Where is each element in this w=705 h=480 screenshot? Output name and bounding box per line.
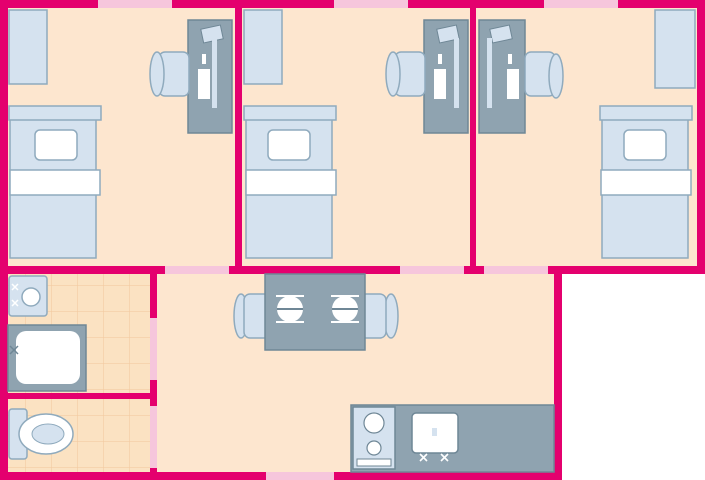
wall-left: [0, 0, 8, 480]
toilet-seat-hole: [31, 423, 65, 445]
stove-burner-small: [366, 440, 382, 456]
bed-headboard: [599, 105, 693, 121]
bed-icon[interactable]: [8, 105, 102, 259]
sink-icon[interactable]: [8, 275, 48, 317]
window-bedroom-2: [334, 0, 408, 8]
desk-laptop: [507, 69, 519, 99]
wardrobe-icon[interactable]: [8, 9, 48, 85]
bed-blanket-fold: [9, 169, 101, 196]
sink-icon[interactable]: [411, 412, 459, 462]
door-bedroom-3: [484, 266, 548, 274]
kitchen-sink-taps: [419, 453, 449, 462]
door-bedroom-2: [400, 266, 464, 274]
stove-icon[interactable]: [352, 406, 396, 470]
desk-laptop: [434, 69, 446, 99]
kitchen-counter-icon[interactable]: [350, 404, 555, 473]
desk-icon[interactable]: [423, 19, 469, 134]
bed-headboard: [243, 105, 337, 121]
chair-back: [385, 51, 401, 97]
bathtub-tap: [9, 345, 19, 355]
bed-blanket-fold: [245, 169, 337, 196]
bed-blanket-fold: [600, 169, 692, 196]
wall-bath-toilet: [0, 393, 157, 399]
window-bedroom-1: [98, 0, 172, 8]
desk-book: [212, 38, 217, 108]
dining-cutlery-right: [331, 295, 359, 323]
toilet-room: [8, 408, 74, 460]
wall-mid-horizontal: [0, 266, 705, 274]
desk-pen: [508, 54, 512, 64]
bed-headboard: [8, 105, 102, 121]
window-bedroom-3: [544, 0, 618, 8]
desk-book: [487, 38, 492, 108]
sink-drain: [21, 287, 41, 307]
toilet-icon[interactable]: [8, 408, 74, 460]
living-kitchen: [233, 273, 555, 473]
bed-pillow: [267, 129, 311, 161]
dining-table-icon[interactable]: [233, 273, 399, 351]
doors: [98, 0, 618, 480]
bedroom-2: [243, 9, 469, 259]
chair-icon[interactable]: [149, 51, 190, 97]
door-entrance: [266, 472, 334, 480]
wall-right-lower: [554, 266, 562, 480]
dining-cutlery-left: [276, 295, 304, 323]
wardrobe-icon[interactable]: [654, 9, 696, 89]
bed-icon[interactable]: [599, 105, 693, 259]
desk-icon[interactable]: [478, 19, 526, 134]
desk-laptop: [198, 69, 210, 99]
desk-icon[interactable]: [187, 19, 233, 134]
chair-icon[interactable]: [524, 51, 564, 99]
bed-icon[interactable]: [243, 105, 337, 259]
sink-tap: [11, 283, 19, 307]
desk-pen: [438, 54, 442, 64]
wall-bedroom-2-3: [470, 0, 476, 274]
desk-pen: [202, 54, 206, 64]
stove-burner-large: [363, 412, 385, 434]
chair-back: [548, 53, 564, 99]
door-toilet: [150, 406, 157, 468]
kitchen-sink-drain: [432, 428, 437, 436]
stove-controls: [356, 458, 392, 467]
bathtub-inner: [16, 331, 80, 384]
desk-lamp: [489, 24, 513, 44]
desk-book: [454, 38, 459, 108]
desk-lamp: [436, 24, 460, 44]
chair-back: [149, 51, 165, 97]
bed-pillow: [623, 129, 667, 161]
bedroom-1: [8, 9, 233, 259]
wall-bedroom-1-2: [235, 0, 242, 274]
bed-pillow: [34, 129, 78, 161]
chair-icon[interactable]: [385, 51, 426, 97]
wall-right-upper: [697, 0, 705, 274]
floors: [8, 8, 697, 472]
bathtub-icon[interactable]: [7, 324, 87, 392]
door-bedroom-1: [165, 266, 229, 274]
wardrobe-icon[interactable]: [243, 9, 283, 85]
door-bathroom: [150, 318, 157, 380]
bathroom: [7, 275, 87, 392]
bedroom-3: [478, 9, 696, 259]
